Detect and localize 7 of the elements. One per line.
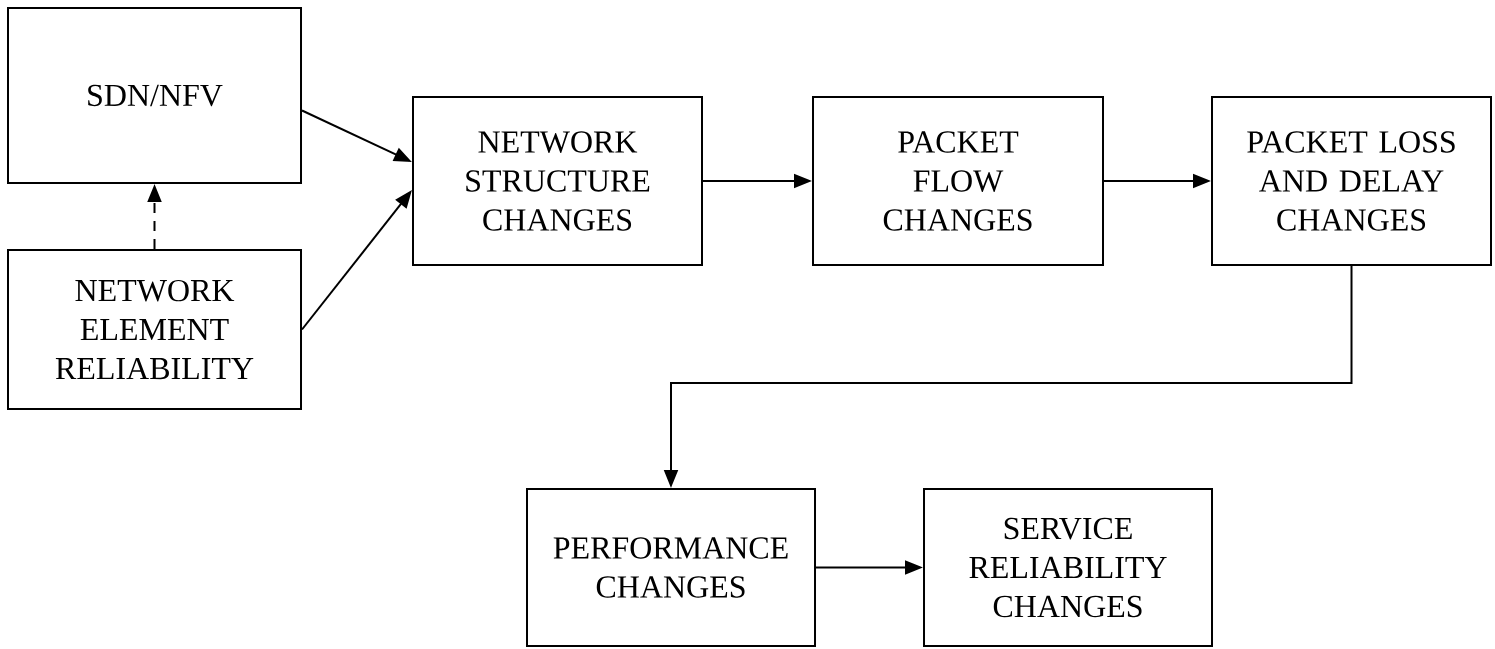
- process-box: PACKET FLOW CHANGES: [812, 96, 1104, 266]
- process-box: NETWORK STRUCTURE CHANGES: [412, 96, 703, 266]
- process-box: PERFORMANCE CHANGES: [526, 488, 816, 647]
- process-box: SDN/NFV: [7, 7, 302, 184]
- process-box: SERVICE RELIABILITY CHANGES: [923, 488, 1213, 647]
- process-box: PACKET LOSS AND DELAY CHANGES: [1211, 96, 1492, 266]
- process-box: NETWORK ELEMENT RELIABILITY: [7, 249, 302, 410]
